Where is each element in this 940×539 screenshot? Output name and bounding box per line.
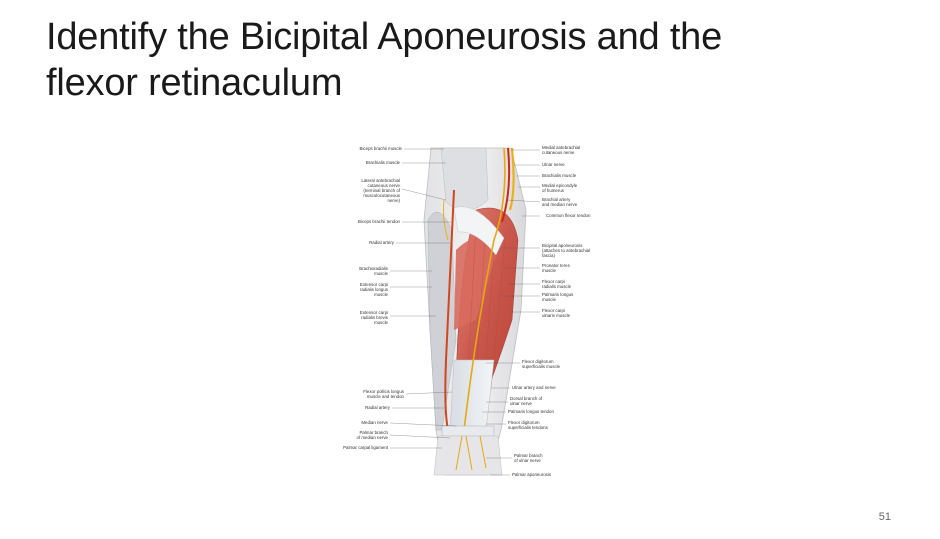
label-bicipital-aponeurosis-1: Bicipital aponeurosis bbox=[542, 243, 583, 248]
label-bicipital-aponeurosis-2: (attaches to antebrachial bbox=[542, 248, 590, 253]
hand-nerves bbox=[455, 435, 487, 471]
label-dorsal-branch-ulnar-2: ulnar nerve bbox=[510, 401, 533, 406]
label-lateral-antebrachial-4: musculocutaneous bbox=[363, 193, 400, 198]
label-brachial-artery-2: and median nerve bbox=[542, 202, 578, 207]
label-fpl-2: muscle and tendon bbox=[367, 394, 405, 399]
label-ecrb-1: Extensor carpi bbox=[360, 310, 388, 315]
label-ecrb-2: radialis brevis bbox=[361, 315, 389, 320]
label-medial-antebrachial-1: Medial antebrachial bbox=[542, 145, 580, 150]
label-palmar-branch-ulnar-1: Palmar branch bbox=[514, 453, 543, 458]
label-palmar-carpal-ligament: Palmar carpal ligament bbox=[343, 445, 389, 450]
left-labels: Biceps brachii muscle Brachialis muscle … bbox=[343, 146, 405, 450]
label-medial-antebrachial-2: cutaneous nerve bbox=[542, 150, 575, 155]
label-bicipital-aponeurosis-3: fascia) bbox=[542, 253, 555, 258]
ulnar-nerve-line bbox=[508, 147, 515, 211]
forearm-anatomy-illustration: Biceps brachii muscle Brachialis muscle … bbox=[326, 130, 616, 492]
label-fds-muscle-2: superficialis muscle bbox=[522, 364, 561, 369]
label-palmaris-longus-1: Palmaris longus bbox=[542, 292, 574, 297]
label-lateral-antebrachial-1: Lateral antebrachial bbox=[361, 178, 400, 183]
page-number: 51 bbox=[878, 511, 891, 523]
bicipital-aponeurosis-shape bbox=[453, 206, 505, 256]
slide-title: Identify the Bicipital Aponeurosis and t… bbox=[46, 14, 906, 106]
slide-title-line-2: flexor retinaculum bbox=[46, 62, 343, 104]
label-median-nerve: Median nerve bbox=[361, 420, 388, 425]
label-medial-epicondyle-1: Medial epicondyle bbox=[542, 183, 578, 188]
label-brachioradialis-1: Brachioradialis bbox=[359, 266, 389, 271]
label-ecrl-3: muscle bbox=[374, 292, 388, 297]
label-biceps-brachii-muscle: Biceps brachii muscle bbox=[360, 146, 403, 151]
label-fcu-1: Flexor carpi bbox=[542, 308, 565, 313]
label-lateral-antebrachial-2: cutaneous nerve bbox=[368, 183, 401, 188]
label-lateral-antebrachial-3: (terminal branch of bbox=[363, 188, 400, 193]
label-common-flexor-tendon: Common flexor tendon bbox=[546, 213, 591, 218]
label-brachialis-muscle-left: Brachialis muscle bbox=[366, 160, 401, 165]
radial-artery-line bbox=[444, 189, 455, 431]
median-nerve-line bbox=[463, 147, 506, 431]
label-fcr-1: Flexor carpi bbox=[542, 279, 565, 284]
label-fds-muscle-1: Flexor digitorum bbox=[522, 359, 554, 364]
label-brachioradialis-2: muscle bbox=[374, 271, 388, 276]
label-palmar-branch-median-2: of median nerve bbox=[357, 435, 389, 440]
hand-shape bbox=[433, 435, 503, 476]
lateral-cutaneous-nerve-line bbox=[443, 199, 449, 241]
label-pronator-teres-1: Pronator teres bbox=[542, 263, 571, 268]
label-palmar-branch-median-1: Palmar branch bbox=[359, 430, 388, 435]
right-labels: Medial antebrachial cutaneous nerve Ulna… bbox=[508, 145, 591, 477]
label-fds-tendons-1: Flexor digitorum bbox=[508, 420, 540, 425]
label-brachial-artery-1: Brachial artery bbox=[542, 197, 571, 202]
label-ulnar-artery-nerve: Ulnar artery and nerve bbox=[512, 385, 556, 390]
label-brachialis-muscle-right: Brachialis muscle bbox=[542, 173, 577, 178]
label-ecrb-3: muscle bbox=[374, 320, 388, 325]
slide-title-line-1: Identify the Bicipital Aponeurosis and t… bbox=[46, 16, 723, 58]
label-fpl-1: Flexor pollicis longus bbox=[363, 389, 405, 394]
label-palmaris-longus-2: muscle bbox=[542, 297, 556, 302]
left-leader-lines bbox=[389, 148, 457, 449]
flexor-retinaculum-band bbox=[441, 425, 495, 437]
label-ulnar-nerve: Ulnar nerve bbox=[542, 162, 565, 167]
label-pronator-teres-2: muscle bbox=[542, 268, 556, 273]
label-medial-epicondyle-2: of humerus bbox=[542, 188, 565, 193]
label-palmar-aponeurosis: Palmar aponeurosis bbox=[512, 472, 552, 477]
brachial-artery-line bbox=[501, 147, 511, 223]
label-fds-tendons-2: superficialis tendons bbox=[508, 425, 549, 430]
label-palmaris-longus-tendon: Palmaris longus tendon bbox=[508, 409, 554, 414]
label-fcr-2: radialis muscle bbox=[542, 284, 572, 289]
label-radial-artery-upper: Radial artery bbox=[369, 240, 395, 245]
label-fcu-2: ulnaris muscle bbox=[542, 313, 571, 318]
label-lateral-antebrachial-5: nerve) bbox=[388, 198, 401, 203]
biceps-shape bbox=[440, 147, 489, 211]
label-dorsal-branch-ulnar-1: Dorsal branch of bbox=[510, 396, 543, 401]
label-ecrl-2: radialis longus bbox=[360, 287, 389, 292]
label-biceps-brachii-tendon: Biceps brachii tendon bbox=[358, 219, 401, 224]
right-leader-lines bbox=[482, 149, 541, 476]
pronator-teres-shape bbox=[454, 235, 501, 330]
label-ecrl-1: Extensor carpi bbox=[360, 282, 388, 287]
label-radial-artery-lower: Radial artery bbox=[365, 405, 391, 410]
forearm-anatomy-drawing: Biceps brachii muscle Brachialis muscle … bbox=[343, 145, 591, 477]
label-palmar-branch-ulnar-2: of ulnar nerve bbox=[514, 458, 541, 463]
